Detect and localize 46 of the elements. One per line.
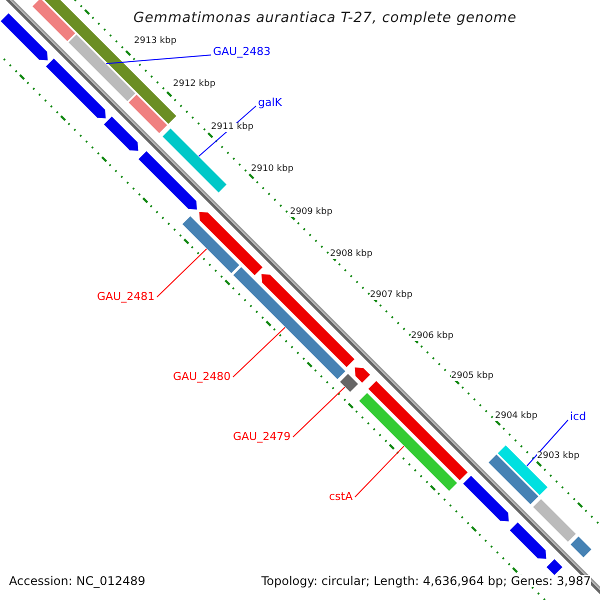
accession-text: Accession: NC_012489 <box>9 575 146 587</box>
gene-block <box>31 0 76 42</box>
gene-block <box>358 392 458 492</box>
gene-label: cstA <box>329 491 353 502</box>
gene-block <box>232 266 346 380</box>
gene-block <box>44 57 107 120</box>
leader-line <box>156 248 208 298</box>
gene-label: galK <box>258 97 282 108</box>
position-label: 2908 kbp <box>330 250 372 259</box>
position-label: 2913 kbp <box>134 37 176 46</box>
position-label: 2907 kbp <box>370 291 412 300</box>
gene-label: icd <box>570 411 586 422</box>
gene-block <box>137 150 198 210</box>
position-label: 2911 kbp <box>211 123 254 132</box>
gene-block <box>354 366 372 384</box>
gene-block <box>102 115 140 152</box>
gene-label: GAU_2479 <box>233 431 291 442</box>
leader-line <box>354 446 404 498</box>
position-label: 2904 kbp <box>495 412 538 421</box>
gene-block <box>67 33 136 102</box>
gene-block <box>367 380 469 482</box>
gene-label: GAU_2481 <box>97 291 155 302</box>
gene-block <box>462 474 510 522</box>
position-label: 2906 kbp <box>411 332 454 341</box>
gene-block <box>0 12 49 62</box>
position-label: 2903 kbp <box>537 452 580 461</box>
position-label: 2905 kbp <box>451 372 494 381</box>
position-label: 2912 kbp <box>173 80 216 89</box>
gene-label: GAU_2483 <box>213 46 271 57</box>
gene-block <box>338 372 360 394</box>
gene-block <box>128 93 168 134</box>
gene-block <box>487 453 540 506</box>
gene-block <box>569 535 593 558</box>
gene-block <box>198 211 264 276</box>
position-label: 2909 kbp <box>290 208 332 217</box>
genome-info-text: Topology: circular; Length: 4,636,964 bp; Genes: 3,987 <box>261 575 591 587</box>
gene-block <box>508 521 548 560</box>
leader-line <box>526 420 568 466</box>
gene-block <box>181 215 240 274</box>
gene-label: GAU_2480 <box>173 371 231 382</box>
leader-line <box>232 326 286 378</box>
position-label: 2910 kbp <box>251 165 294 174</box>
gene-block <box>260 273 356 368</box>
map-title: Gemmatimonas aurantiaca T-27, complete genome <box>132 11 518 25</box>
gene-block <box>532 498 577 543</box>
leader-line <box>106 54 212 64</box>
